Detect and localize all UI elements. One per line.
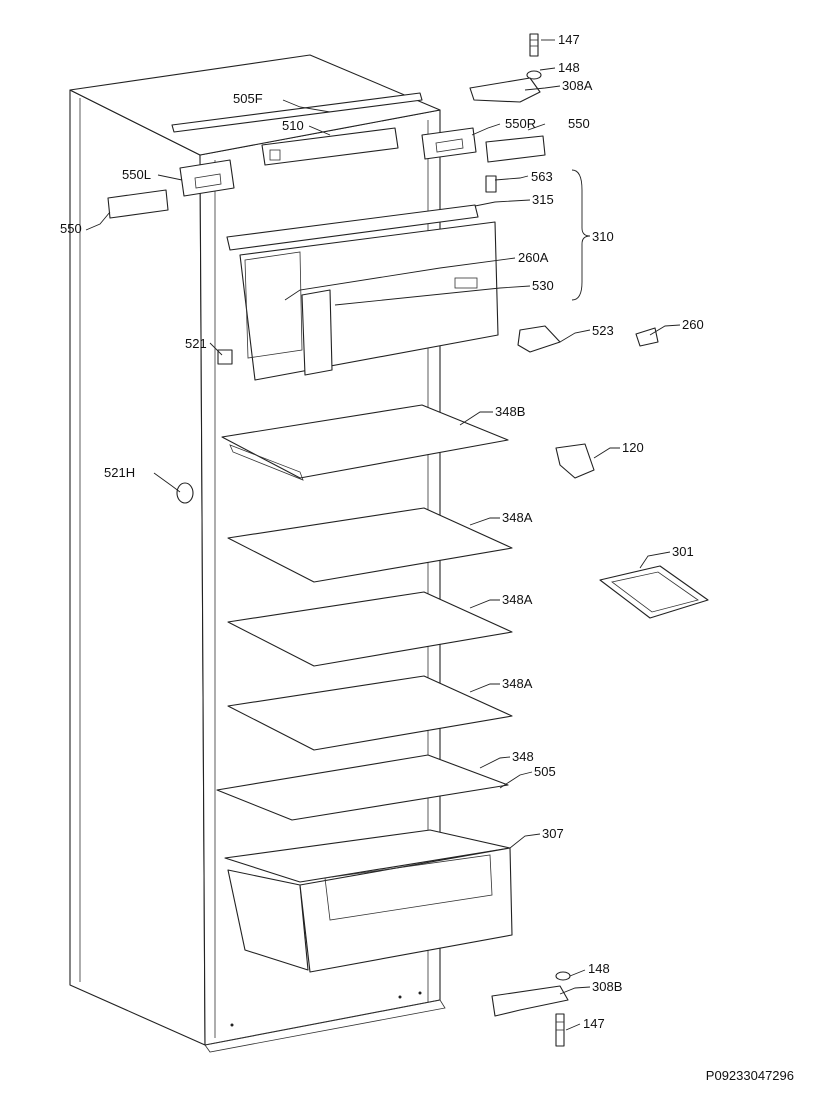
label-510: 510 xyxy=(282,118,304,133)
shelf-348a-3 xyxy=(227,675,513,751)
freezer-compartment-310 xyxy=(226,204,499,381)
washer-148-bottom xyxy=(555,971,571,981)
label-550-left: 550 xyxy=(60,221,82,236)
label-348a-2: 348A xyxy=(502,592,533,607)
label-148-bottom: 148 xyxy=(588,961,610,976)
shelf-348 xyxy=(216,754,509,821)
part-labels: 147 148 308A 505F 510 550R 550 550L 550 … xyxy=(60,32,704,1031)
bracket-310 xyxy=(571,169,591,301)
label-260a: 260A xyxy=(518,250,549,265)
label-310: 310 xyxy=(592,229,614,244)
stopper-521 xyxy=(217,349,233,365)
label-120: 120 xyxy=(622,440,644,455)
hinge-bracket-308b xyxy=(491,985,569,1017)
hinge-cover-550l xyxy=(179,159,235,197)
ice-tray-301 xyxy=(599,565,709,619)
label-550l: 550L xyxy=(122,167,151,182)
label-308a: 308A xyxy=(562,78,593,93)
label-550r: 550R xyxy=(505,116,536,131)
latch-523 xyxy=(517,325,561,353)
label-148-top: 148 xyxy=(558,60,580,75)
label-348b: 348B xyxy=(495,404,525,419)
label-348a-1: 348A xyxy=(502,510,533,525)
hinge-pin-147-top xyxy=(529,33,539,57)
label-348: 348 xyxy=(512,749,534,764)
label-307: 307 xyxy=(542,826,564,841)
label-523: 523 xyxy=(592,323,614,338)
knob-521h xyxy=(176,482,194,504)
label-308b: 308B xyxy=(592,979,622,994)
screw-563 xyxy=(485,175,497,193)
label-147-bottom: 147 xyxy=(583,1016,605,1031)
trim-strip-550-left xyxy=(107,189,169,219)
label-315: 315 xyxy=(532,192,554,207)
label-301: 301 xyxy=(672,544,694,559)
label-147-top: 147 xyxy=(558,32,580,47)
clip-260 xyxy=(635,327,659,347)
hinge-pin-147-bottom xyxy=(555,1013,565,1047)
label-505: 505 xyxy=(534,764,556,779)
trim-strip-550-right xyxy=(485,135,546,163)
label-521h: 521H xyxy=(104,465,135,480)
handle-120 xyxy=(555,443,595,479)
label-348a-3: 348A xyxy=(502,676,533,691)
shelf-348a-2 xyxy=(227,591,513,667)
label-505f: 505F xyxy=(233,91,263,106)
label-550-right: 550 xyxy=(568,116,590,131)
label-521: 521 xyxy=(185,336,207,351)
shelf-348a-1 xyxy=(227,507,513,583)
hinge-bracket-308a xyxy=(469,77,541,103)
label-530: 530 xyxy=(532,278,554,293)
washer-148-top xyxy=(526,70,542,80)
crisper-drawer-307 xyxy=(224,829,513,973)
document-code: P09233047296 xyxy=(705,1068,794,1083)
shelf-348b xyxy=(221,404,509,481)
leader-lines xyxy=(85,39,681,1031)
hinge-cover-550r xyxy=(421,127,477,160)
label-260: 260 xyxy=(682,317,704,332)
top-rail-505f xyxy=(171,92,423,133)
light-housing-510 xyxy=(261,127,399,166)
label-563: 563 xyxy=(531,169,553,184)
